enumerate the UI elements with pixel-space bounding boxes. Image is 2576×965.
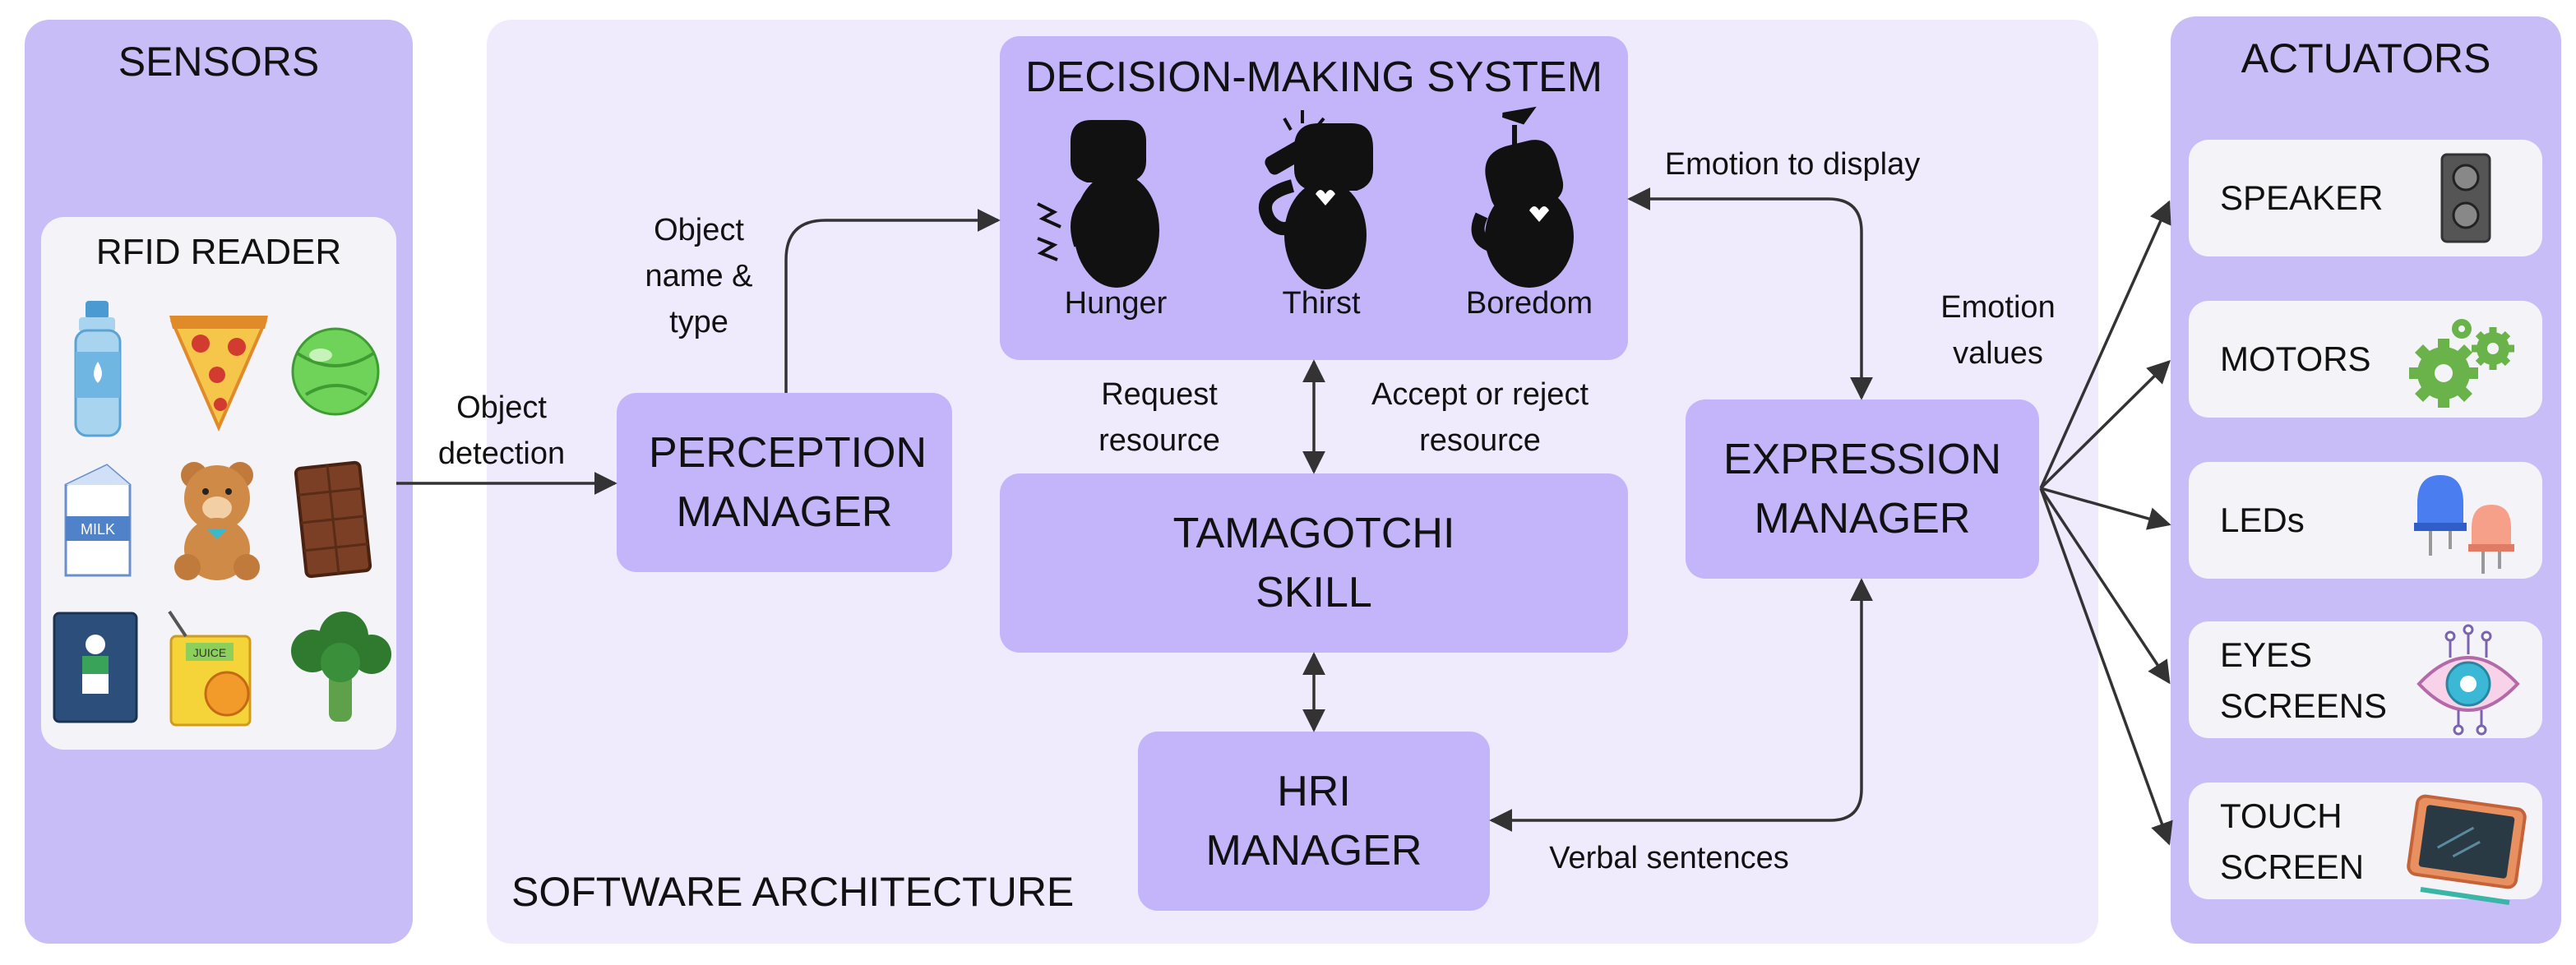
arrow-to-speaker (2039, 200, 2171, 489)
ball-icon (291, 327, 380, 416)
sensors-title: SENSORS (118, 39, 320, 85)
drive-hunger-label: Hunger (1064, 286, 1168, 321)
arrow-to-eyes-screens (2039, 487, 2171, 685)
milk-carton-icon: MILK (64, 464, 132, 577)
perception-manager-label: PERCEPTION MANAGER (649, 429, 927, 536)
actuators-title: ACTUATORS (2241, 35, 2491, 81)
hunger-icon (1037, 120, 1159, 288)
actuator-touch-screen-label: TOUCH SCREEN (2220, 796, 2365, 886)
software-architecture-title: SOFTWARE ARCHITECTURE (511, 869, 1075, 915)
leds-icon (2414, 475, 2514, 574)
boredom-icon (1471, 106, 1574, 288)
arrow-object-name-type (784, 209, 1001, 393)
tamagotchi-skill-label: TAMAGOTCHI SKILL (1172, 510, 1455, 616)
hri-manager-box: HRI MANAGER (1138, 732, 1490, 911)
hri-manager-label: HRI MANAGER (1205, 768, 1422, 875)
label-accept-reject: Accept or reject resource (1371, 377, 1589, 458)
label-object-name-type: Object name & type (645, 213, 753, 339)
actuator-eyes-screens-label: EYES SCREENS (2220, 635, 2388, 725)
actuator-leds-label: LEDs (2220, 501, 2305, 539)
broccoli-icon (291, 612, 391, 722)
arrow-to-motors (2039, 360, 2171, 490)
label-verbal-sentences: Verbal sentences (1549, 841, 1789, 875)
arrow-verbal-sentences (1489, 578, 1873, 832)
book-icon (53, 612, 138, 723)
svg-text:JUICE: JUICE (193, 646, 226, 659)
eye-icon (2416, 624, 2520, 736)
label-emotion-values: Emotion values (1940, 290, 2056, 371)
chocolate-bar-icon (294, 460, 372, 579)
arrow-to-touch-screen (2039, 487, 2173, 846)
svg-text:MILK: MILK (81, 521, 115, 538)
actuator-eyes-screens: EYES SCREENS (2189, 621, 2542, 738)
label-object-detection: Object detection (437, 390, 566, 471)
actuator-speaker-label: SPEAKER (2220, 178, 2384, 217)
drive-boredom-label: Boredom (1465, 286, 1593, 321)
label-request-resource: Request resource (1098, 377, 1220, 458)
drive-thirst-label: Thirst (1282, 286, 1361, 321)
actuator-motors-label: MOTORS (2220, 339, 2371, 378)
speaker-icon (2440, 153, 2491, 243)
arrow-emotion-to-display (1627, 187, 1873, 400)
expression-manager-box: EXPRESSION MANAGER (1686, 399, 2039, 579)
perception-manager-box: PERCEPTION MANAGER (617, 393, 952, 572)
tablet-icon (2407, 794, 2527, 905)
gears-icon (2409, 319, 2514, 408)
decision-making-title: DECISION-MAKING SYSTEM (1024, 53, 1603, 101)
juice-box-icon: JUICE (168, 610, 252, 727)
teddy-bear-icon (174, 462, 260, 580)
arrow-to-leds (2040, 487, 2171, 530)
thirst-icon (1259, 110, 1373, 289)
label-emotion-to-display: Emotion to display (1664, 147, 1921, 182)
pizza-slice-icon (169, 316, 268, 432)
water-bottle-icon (74, 301, 122, 437)
rfid-reader-title: RFID READER (95, 232, 342, 272)
expression-manager-label: EXPRESSION MANAGER (1723, 436, 2002, 543)
